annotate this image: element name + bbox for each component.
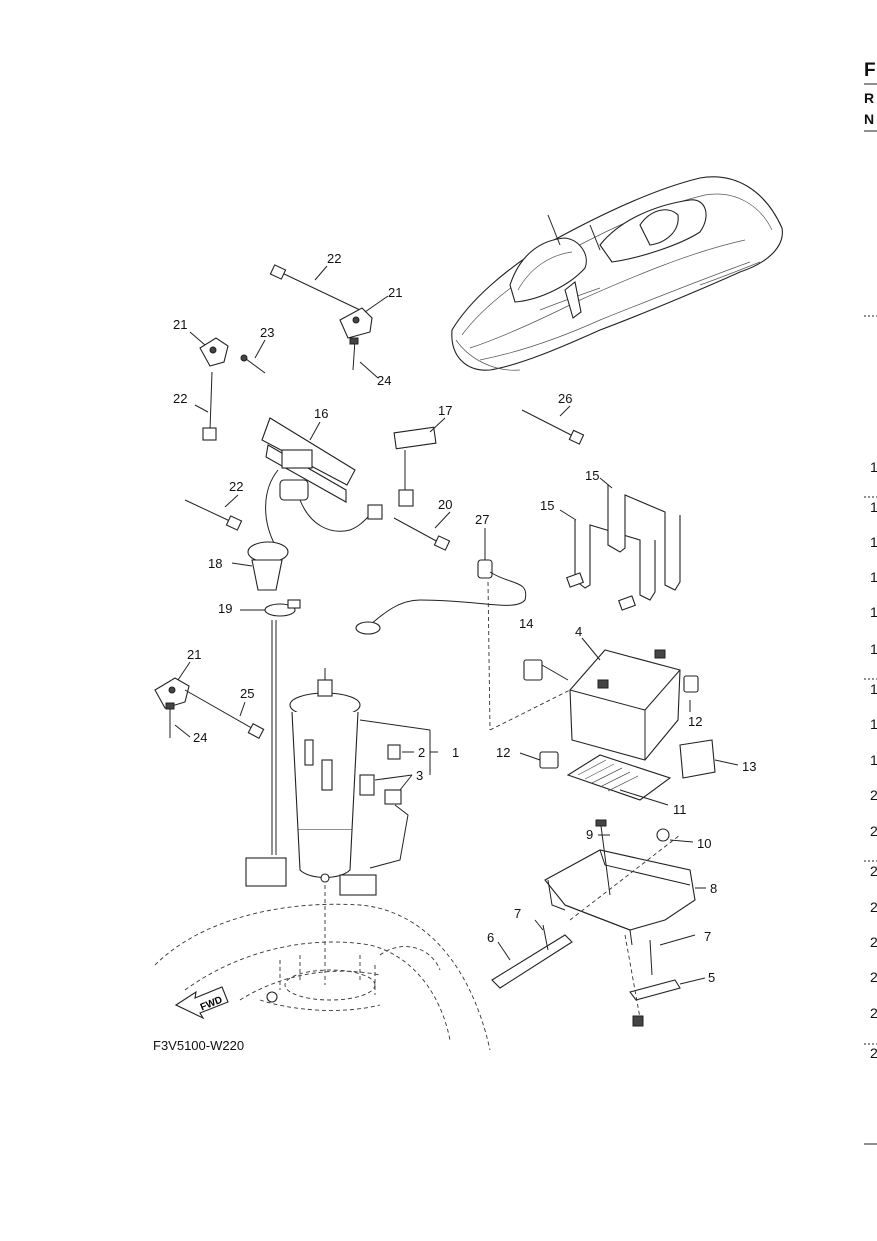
- edge-row-number: 1: [870, 604, 877, 620]
- edge-row-number: 1: [870, 716, 877, 732]
- page-edge: F R N 1 1 1 1 1 1 1 1 1 2 2 2 2 2 2 2 2: [864, 60, 877, 1145]
- edge-row-number: 2: [870, 969, 877, 985]
- callout-15b: 15: [540, 498, 554, 513]
- callout-25: 25: [240, 686, 254, 701]
- callout-22a: 22: [327, 251, 341, 266]
- edge-row-number: 1: [870, 569, 877, 585]
- edge-row-number: 2: [870, 787, 877, 803]
- callout-labels: 1 2 3 4 5 6 7 7 8 9 10 11 12 12 13 14 15…: [173, 251, 756, 985]
- edge-row-number: 2: [870, 1005, 877, 1021]
- callout-3: 3: [416, 768, 423, 783]
- callout-21b: 21: [173, 317, 187, 332]
- callout-2: 2: [418, 745, 425, 760]
- fwd-arrow: FWD: [174, 986, 229, 1020]
- callout-leaders: [174, 265, 571, 738]
- callout-12a: 12: [688, 714, 702, 729]
- edge-column-header-r: R: [864, 90, 874, 106]
- battery-box-assembly: [491, 819, 706, 1027]
- callout-22c: 22: [229, 479, 243, 494]
- callout-24b: 24: [193, 730, 207, 745]
- callout-24a: 24: [377, 373, 391, 388]
- edge-row-number: 1: [870, 752, 877, 768]
- edge-column-header-n: N: [864, 111, 874, 127]
- watercraft-illustration: [451, 176, 783, 371]
- edge-row-number: 1: [870, 459, 877, 475]
- callout-19: 19: [218, 601, 232, 616]
- callout-21a: 21: [388, 285, 402, 300]
- sender-and-connectors: [245, 417, 571, 887]
- callout-10: 10: [697, 836, 711, 851]
- edge-row-number: 2: [870, 1045, 877, 1061]
- callout-27: 27: [475, 512, 489, 527]
- callout-12b: 12: [496, 745, 510, 760]
- tie-and-clamp-parts: [154, 264, 585, 739]
- fuel-pump-assembly: [289, 668, 438, 985]
- callout-6: 6: [487, 930, 494, 945]
- callout-14: 14: [519, 616, 533, 631]
- callout-17: 17: [438, 403, 452, 418]
- callout-20: 20: [438, 497, 452, 512]
- edge-row-numbers: 1 1 1 1 1 1 1 1 1 2 2 2 2 2 2 2 2: [870, 459, 877, 1061]
- battery-assembly: [519, 477, 739, 806]
- edge-row-number: 2: [870, 899, 877, 915]
- edge-row-number: 1: [870, 534, 877, 550]
- callout-13: 13: [742, 759, 756, 774]
- callout-18: 18: [208, 556, 222, 571]
- edge-row-number: 1: [870, 641, 877, 657]
- callout-7b: 7: [704, 929, 711, 944]
- edge-heading: F: [864, 60, 876, 81]
- figure-code: F3V5100-W220: [153, 1038, 244, 1053]
- edge-row-number: 2: [870, 823, 877, 839]
- edge-row-number: 1: [870, 681, 877, 697]
- callout-4: 4: [575, 624, 582, 639]
- callout-23: 23: [260, 325, 274, 340]
- callout-21c: 21: [187, 647, 201, 662]
- edge-row-number: 2: [870, 934, 877, 950]
- callout-9: 9: [586, 827, 593, 842]
- callout-26: 26: [558, 391, 572, 406]
- callout-7a: 7: [514, 906, 521, 921]
- callout-16: 16: [314, 406, 328, 421]
- callout-8: 8: [710, 881, 717, 896]
- callout-1: 1: [452, 745, 459, 760]
- hull-floor-outline: [154, 903, 491, 1051]
- callout-11: 11: [673, 802, 687, 817]
- callout-15a: 15: [585, 468, 599, 483]
- edge-row-number: 1: [870, 499, 877, 515]
- callout-22b: 22: [173, 391, 187, 406]
- callout-5: 5: [708, 970, 715, 985]
- edge-row-number: 2: [870, 863, 877, 879]
